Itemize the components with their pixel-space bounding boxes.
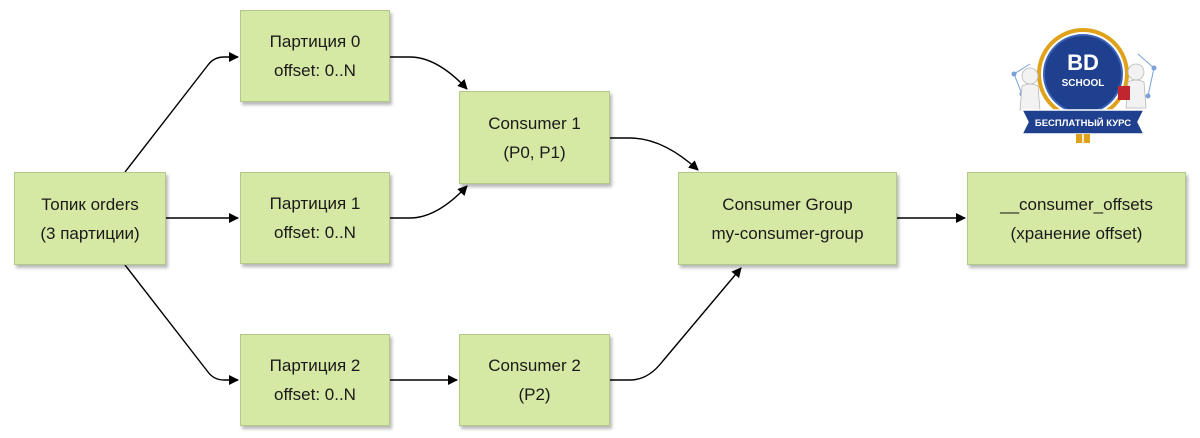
logo-text-ribbon: БЕСПЛАТНЫЙ КУРС bbox=[1035, 117, 1131, 129]
node-group-line1: Consumer Group bbox=[722, 194, 853, 214]
edge-p0-c1 bbox=[390, 56, 468, 90]
logo-text-school: SCHOOL bbox=[1062, 78, 1105, 89]
node-consumer-group: Consumer Group my-consumer-group bbox=[678, 172, 897, 265]
node-group-line2: my-consumer-group bbox=[711, 223, 864, 243]
node-consumer-offsets: __consumer_offsets (хранение offset) bbox=[967, 172, 1186, 265]
node-consumer-2: Consumer 2 (P2) bbox=[459, 334, 610, 426]
bd-school-logo: BD SCHOOL БЕСПЛАТНЫЙ КУРС bbox=[1008, 24, 1158, 146]
node-p2-line2: offset: 0..N bbox=[274, 385, 356, 404]
node-partition-2: Партиция 2 offset: 0..N bbox=[240, 334, 390, 426]
node-p1-line1: Партиция 1 bbox=[269, 194, 361, 213]
node-partition-1: Партиция 1 offset: 0..N bbox=[240, 172, 390, 264]
node-c1-line1: Consumer 1 bbox=[488, 113, 581, 133]
node-consumer-1: Consumer 1 (P0, P1) bbox=[459, 91, 610, 184]
edge-topic-p2 bbox=[124, 264, 239, 385]
edge-c2-group bbox=[610, 267, 742, 381]
node-offsets-line2: (хранение offset) bbox=[1010, 223, 1143, 243]
node-p0-line1: Партиция 0 bbox=[269, 32, 361, 51]
node-c2-line2: (P2) bbox=[518, 385, 551, 404]
edge-c1-group bbox=[610, 137, 699, 171]
node-partition-0: Партиция 0 offset: 0..N bbox=[240, 10, 390, 102]
edge-p1-c1 bbox=[390, 185, 468, 219]
node-topic-orders: Топик orders (3 партиции) bbox=[14, 172, 166, 265]
node-c2-line1: Consumer 2 bbox=[488, 356, 581, 375]
node-offsets-line1: __consumer_offsets bbox=[1000, 194, 1153, 214]
node-c1-line2: (P0, P1) bbox=[503, 142, 566, 162]
node-p1-line2: offset: 0..N bbox=[274, 223, 356, 242]
node-topic-line1: Топик orders bbox=[41, 194, 139, 214]
node-topic-line2: (3 партиции) bbox=[40, 223, 140, 243]
logo-graphic: BD SCHOOL БЕСПЛАТНЫЙ КУРС bbox=[1011, 28, 1157, 143]
logo-text-bd: BD bbox=[1067, 50, 1099, 75]
edge-topic-p0 bbox=[124, 52, 239, 173]
node-p2-line1: Партиция 2 bbox=[269, 356, 361, 375]
node-p0-line2: offset: 0..N bbox=[274, 61, 356, 80]
